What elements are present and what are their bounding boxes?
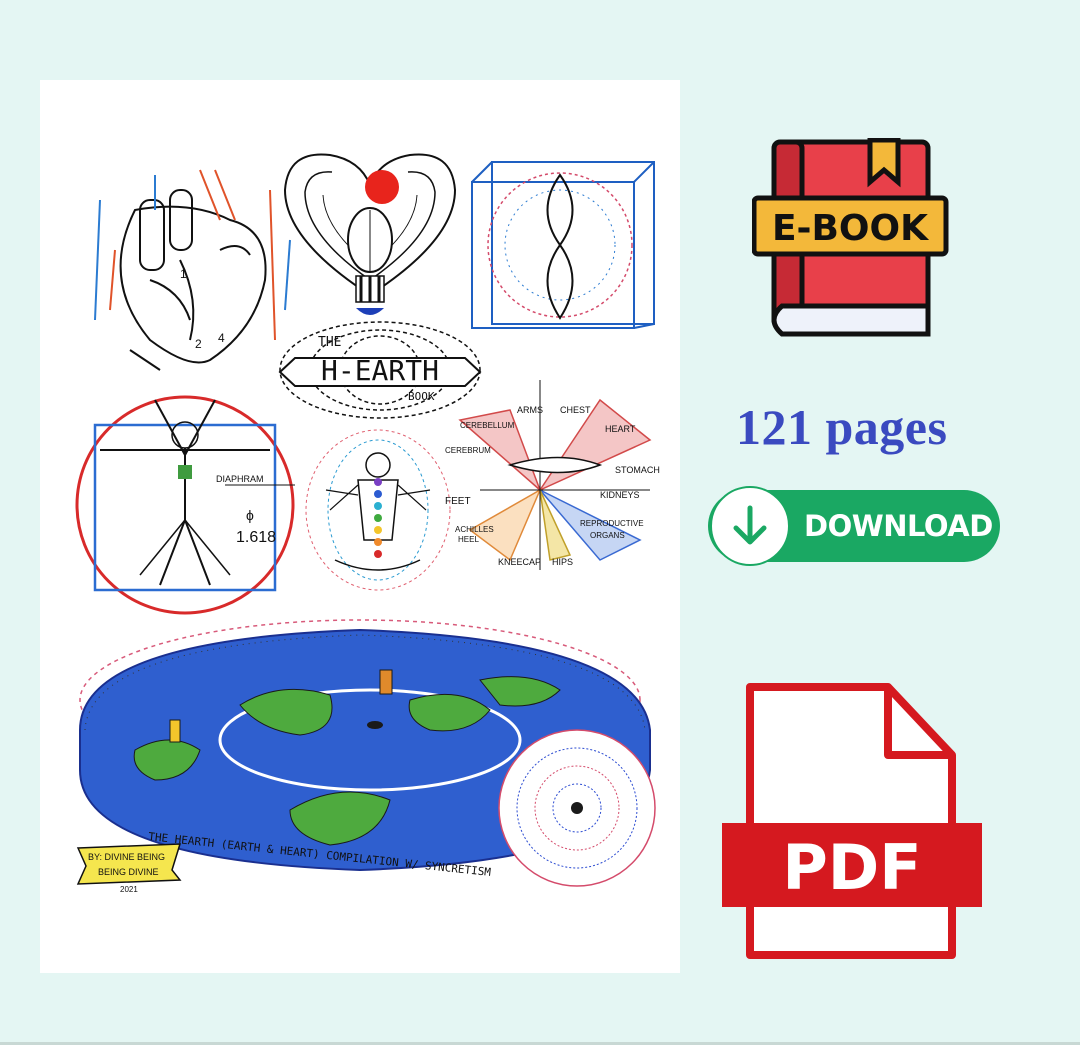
reflex-label-kneecap: KNEECAP bbox=[498, 557, 541, 567]
reflex-label-chest: CHEST bbox=[560, 405, 591, 415]
reflex-label-kidneys: KIDNEYS bbox=[600, 490, 640, 500]
signature-line-2: BEING DIVINE bbox=[98, 867, 159, 877]
chakra-sacral bbox=[374, 538, 382, 546]
download-arrow-icon bbox=[733, 505, 767, 545]
meditating-figure-drawing bbox=[305, 429, 451, 591]
title-banner bbox=[278, 357, 482, 387]
vitruvian-man-drawing bbox=[75, 395, 295, 615]
page-count-text: 121 pages bbox=[736, 399, 948, 455]
signature-year: 2021 bbox=[120, 885, 138, 894]
reflex-label-cerebrum: CEREBRUM bbox=[445, 446, 491, 455]
pdf-label: PDF bbox=[782, 831, 921, 904]
reflex-label-stomach: STOMACH bbox=[615, 465, 660, 475]
anatomical-heart-drawing bbox=[94, 169, 291, 371]
cover-title-the: THE bbox=[318, 335, 341, 350]
chakra-root bbox=[374, 550, 382, 558]
label-phi: ϕ bbox=[246, 507, 254, 523]
signature-line-1: BY: DIVINE BEING bbox=[88, 852, 165, 862]
spiral-pattern-drawing bbox=[498, 729, 656, 887]
chakra-throat bbox=[374, 502, 382, 510]
cube-sphere-drawing bbox=[471, 161, 655, 329]
ebook-icon: E-BOOK bbox=[752, 138, 949, 337]
scarab-heart-drawing bbox=[283, 153, 457, 315]
download-icon-circle bbox=[710, 486, 790, 566]
chakra-crown bbox=[374, 478, 382, 486]
ebook-label: E-BOOK bbox=[772, 208, 929, 249]
reflex-label-reproductive: REPRODUCTIVE bbox=[580, 519, 644, 528]
cover-title-book: BOOK bbox=[408, 390, 435, 403]
label-golden-ratio: 1.618 bbox=[236, 529, 276, 546]
label-diaphragm: DIAPHRAM bbox=[216, 474, 264, 484]
cover-title-main: H-EARTH bbox=[321, 354, 439, 387]
reflex-label-hips: HIPS bbox=[552, 557, 573, 567]
pdf-file-icon: PDF bbox=[722, 683, 982, 959]
heart-number-2: 2 bbox=[195, 337, 202, 351]
reflexology-diagram bbox=[458, 380, 652, 570]
reflex-label-heart: HEART bbox=[605, 424, 636, 434]
signature-badge bbox=[76, 843, 182, 885]
cover-artwork: 1 2 4 bbox=[75, 153, 660, 894]
reflex-label-feet: FEET bbox=[445, 496, 471, 507]
heart-number-4: 4 bbox=[218, 331, 225, 345]
heart-number-1: 1 bbox=[180, 267, 187, 281]
chakra-third-eye bbox=[374, 490, 382, 498]
download-label: DOWNLOAD bbox=[804, 509, 993, 543]
book-cover-image: 1 2 4 bbox=[40, 80, 680, 973]
download-button[interactable]: DOWNLOAD bbox=[708, 486, 1000, 566]
bottom-divider bbox=[0, 1042, 1080, 1045]
reflex-label-achilles: ACHILLES bbox=[455, 525, 494, 534]
chakra-heart bbox=[374, 514, 382, 522]
reflex-label-organs: ORGANS bbox=[590, 531, 625, 540]
reflex-label-heel: HEEL bbox=[458, 535, 479, 544]
chakra-solar bbox=[374, 526, 382, 534]
reflex-label-cerebellum: CEREBELLUM bbox=[460, 421, 515, 430]
reflex-label-arms: ARMS bbox=[517, 405, 543, 415]
